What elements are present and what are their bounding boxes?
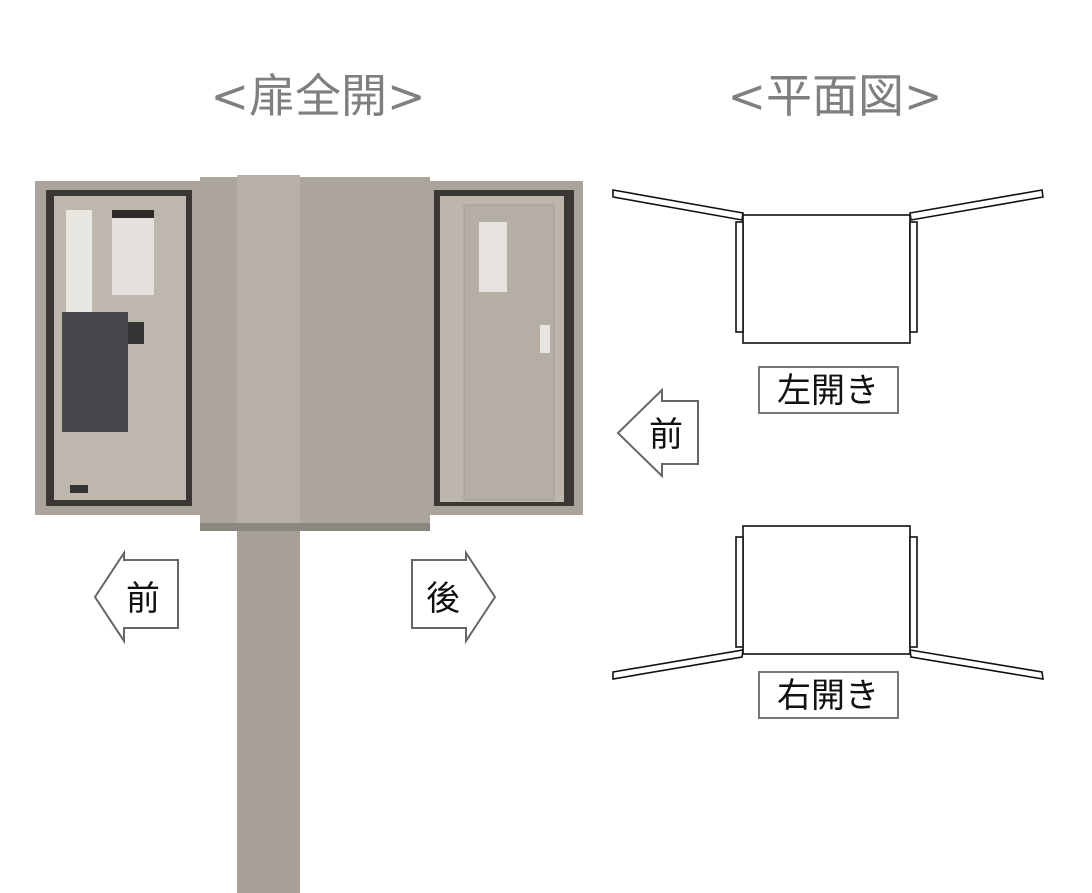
left-door: [612, 189, 744, 221]
title-plan-view: <平面図>: [727, 69, 942, 123]
title-fully-open: <扉全開>: [210, 69, 425, 123]
inner-panel: [735, 221, 744, 333]
inner-panel: [909, 536, 918, 648]
inner-panel: [735, 536, 744, 648]
left-open-label-box: [758, 366, 899, 414]
right-open-label: 右開き: [777, 676, 879, 716]
center-strip: [237, 175, 300, 525]
cabinet-outline: [742, 525, 911, 655]
plan-right-open: [612, 525, 1044, 680]
door-handle: [540, 325, 550, 353]
label-sticker: [479, 222, 507, 292]
label-sticker: [112, 210, 154, 295]
back-arrow-right: 後: [411, 549, 497, 645]
plan-front-arrow-label: 前: [649, 415, 683, 455]
back-arrow-label: 後: [426, 579, 460, 619]
front-arrow-left: 前: [93, 549, 179, 645]
cabinet-outline: [742, 214, 911, 344]
plan-front-arrow: 前: [616, 387, 699, 479]
right-door: [909, 189, 1044, 221]
label-sticker: [66, 210, 92, 320]
right-door: [909, 649, 1044, 680]
support-pole: [237, 510, 300, 893]
left-door: [612, 649, 744, 680]
inner-panel: [909, 221, 918, 333]
breaker-unit: [62, 312, 128, 432]
cabinet-photo: [35, 175, 583, 893]
front-arrow-label: 前: [126, 579, 160, 619]
left-open-label: 左開き: [777, 371, 879, 411]
right-open-label-box: [758, 671, 899, 719]
plan-left-open: [612, 189, 1044, 344]
center-door: [200, 177, 430, 524]
